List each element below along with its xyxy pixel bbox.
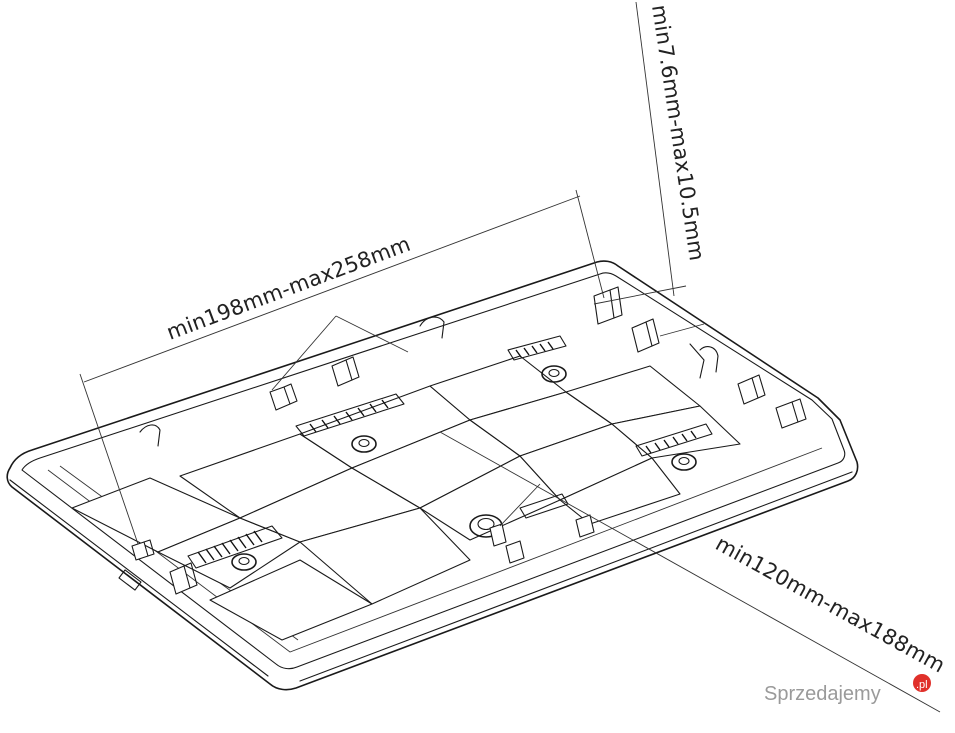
screw-boss-1 (231, 553, 257, 571)
spring-hatch-left (197, 530, 263, 564)
thickness-dimension-label: min7.6mm-max10.5mm (647, 3, 709, 262)
clip-4 (331, 356, 360, 387)
spring-hatch-top-left (309, 399, 389, 433)
clip-5 (593, 286, 623, 325)
spring-hatch-right (645, 430, 697, 454)
clip-7 (737, 374, 766, 405)
clip-2 (169, 562, 198, 595)
spring-hatch-top-right (515, 341, 554, 358)
clip-11 (489, 523, 507, 547)
width-dimension-label: min198mm-max258mm (163, 232, 413, 345)
watermark-brand: Sprzedajemy (764, 683, 881, 705)
watermark-tld: .pl (916, 679, 928, 691)
clip-6 (631, 318, 660, 353)
dimension-lines (79, 1, 941, 713)
clip-8 (775, 398, 807, 429)
clip-9 (505, 540, 525, 564)
retaining-clips (131, 286, 807, 595)
screw-boss-4 (671, 453, 697, 471)
screw-boss-3 (541, 365, 567, 383)
floor-panels (71, 355, 741, 641)
clip-1 (131, 539, 155, 561)
screw-boss-2 (351, 435, 377, 453)
clip-3 (269, 383, 298, 411)
watermark-logo: Sprzedajemy .pl (764, 674, 931, 705)
clip-10 (575, 514, 595, 538)
watermark-dot-icon (913, 674, 931, 692)
